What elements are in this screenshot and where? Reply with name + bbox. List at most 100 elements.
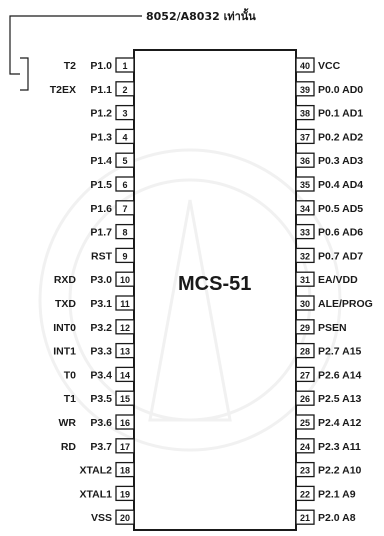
pin-number: 2 [122,85,127,95]
pin-label: P0.0 AD0 [318,84,363,96]
pin-box [115,200,135,216]
pin-box [115,81,135,97]
pin-number: 26 [300,394,310,404]
pin-number: 1 [122,61,127,71]
pin-number: 34 [300,204,310,214]
pin-box [295,390,315,406]
pin-box [115,438,135,454]
pin-box [115,247,135,264]
right-pin-30: 30 ALE/PROG [295,295,373,311]
pin-label: XTAL1 [80,488,113,500]
header-bracket-tick [20,57,29,91]
pin-label: VSS [91,512,112,524]
pin-box [295,366,315,383]
right-pin-22: 22 P2.1 A9 [295,485,356,502]
pin-label: P2.4 A12 [318,417,362,429]
pin-number: 3 [122,109,127,119]
right-pin-21: 21 P2.0 A8 [295,509,356,525]
left-pin-7: 7P1.6 [90,200,135,216]
pin-box [295,319,315,335]
pin-number: 32 [300,251,310,261]
pin-box [115,485,135,502]
pin-label: P0.1 AD1 [318,108,363,120]
pin-box [115,342,135,359]
pin-label: P2.0 A8 [318,512,356,524]
pin-number: 8 [122,228,127,238]
pin-box [295,485,315,502]
pin-number: 16 [120,418,130,428]
pin-box [295,57,315,73]
pin-number: 4 [122,132,127,142]
pin-number: 28 [300,347,310,357]
pin-number: 21 [300,513,310,523]
pin-number: 23 [300,466,310,476]
pin-number: 10 [120,275,130,285]
pin-box [295,223,315,240]
pin-box [295,81,315,97]
pin-box [295,461,315,478]
pin-box [115,509,135,525]
pin-number: 7 [122,204,127,214]
pin-alt-label: T2EX [50,84,76,96]
pin-box [295,104,315,121]
pin-number: 15 [120,394,130,404]
pin-box [295,200,315,216]
pin-label: PSEN [318,322,347,334]
pin-alt-label: T1 [64,393,76,405]
pin-number: 37 [300,132,310,142]
right-pin-25: 25 P2.4 A12 [295,414,362,430]
pin-box [295,152,315,168]
pin-label: P3.1 [90,298,112,310]
pin-label: P1.0 [90,60,112,72]
pin-number: 31 [300,275,310,285]
pin-label: P3.3 [90,346,112,358]
pin-box [295,295,315,311]
right-pin-34: 34 P0.5 AD5 [295,200,363,216]
left-pin-5: 5P1.4 [90,152,135,168]
pin-box [115,223,135,240]
pin-label: P2.1 A9 [318,488,356,500]
pin-box [295,176,315,192]
pin-number: 22 [300,489,310,499]
pin-number: 25 [300,418,310,428]
pin-label: P1.4 [90,155,112,167]
right-pin-23: 23 P2.2 A10 [295,461,362,478]
left-pin-3: 3P1.2 [90,104,135,121]
pin-number: 30 [300,299,310,309]
pin-number: 24 [300,442,310,452]
pin-alt-label: INT1 [53,346,76,358]
pin-number: 20 [120,513,130,523]
pin-label: P0.5 AD5 [318,203,363,215]
pin-number: 13 [120,347,130,357]
left-pin-1: 1P1.0T2 [64,57,135,73]
header-bracket-line [9,15,142,75]
pin-label: XTAL2 [80,465,113,477]
pin-alt-label: INT0 [53,322,76,334]
pin-label: P0.4 AD4 [318,179,363,191]
pin-label: P0.3 AD3 [318,155,363,167]
pin-label: P3.5 [90,393,112,405]
header-note: 8052/A8032 เท่านั้น [146,8,256,23]
pin-number: 18 [120,466,130,476]
pin-label: VCC [318,60,341,72]
pin-label: ALE/PROG [318,298,373,310]
pin-label: P2.2 A10 [318,465,362,477]
pin-box [115,319,135,335]
pin-number: 11 [120,299,130,309]
left-pin-6: 6P1.5 [90,176,135,192]
pin-label: RST [91,250,113,262]
pin-box [115,390,135,406]
pin-label: P3.2 [90,322,112,334]
